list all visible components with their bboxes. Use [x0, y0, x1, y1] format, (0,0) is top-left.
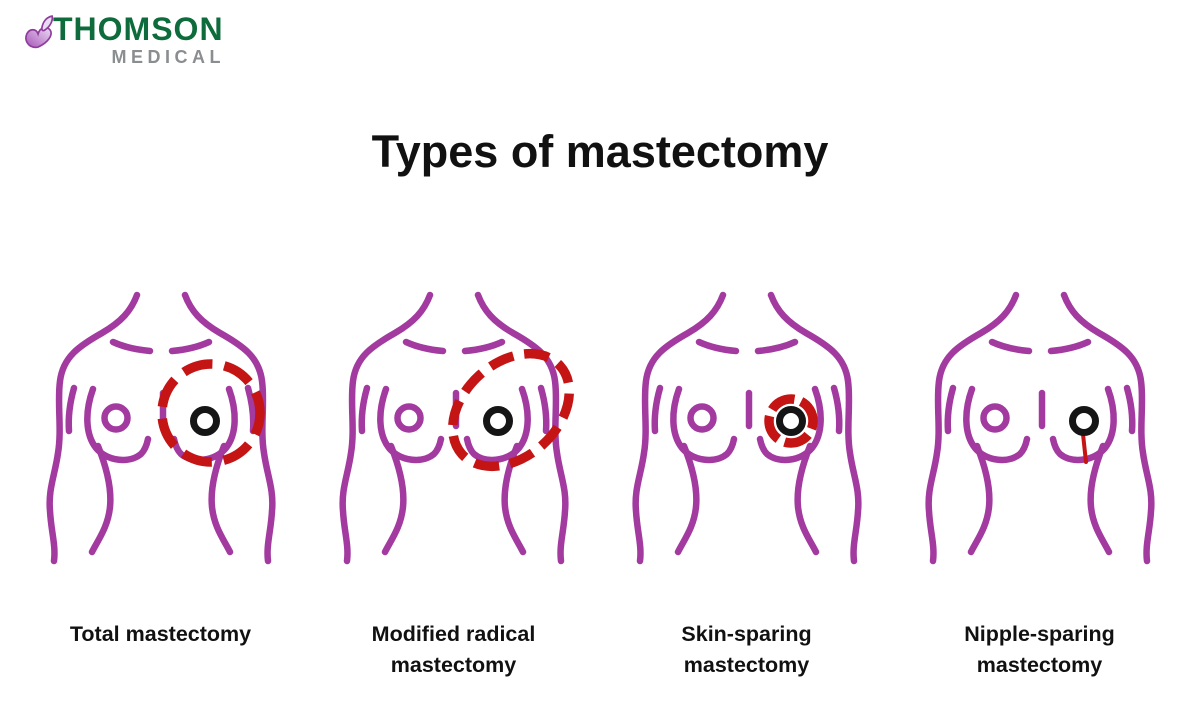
brand-text: THOMSON MEDICAL — [53, 11, 224, 68]
thomson-medical-logo: THOMSON MEDICAL — [24, 12, 244, 84]
butterfly-lower-wing — [25, 26, 52, 49]
left-nipple — [979, 403, 1010, 433]
brand-name: THOMSON — [53, 11, 224, 47]
right-nipple — [1068, 406, 1099, 436]
page-title: Types of mastectomy — [371, 126, 829, 177]
figure-label: Nipple-sparing mastectomy — [964, 622, 1115, 677]
torso-illustration-modified-radical — [338, 291, 574, 565]
torso-illustration-total — [45, 291, 276, 565]
torso-outline — [631, 291, 862, 565]
figure-row: Total mastectomy — [14, 291, 1186, 681]
figure-column-total: Total mastectomy — [14, 291, 307, 681]
right-nipple — [482, 406, 513, 436]
figure-column-modified-radical: Modified radical mastectomy — [307, 291, 600, 681]
left-nipple — [393, 403, 424, 433]
torso-outline — [924, 291, 1155, 565]
excision-marking-tilted-ellipse — [447, 348, 574, 472]
left-nipple — [686, 403, 717, 433]
excision-marking-areola-circle — [763, 394, 818, 448]
torso-illustration-skin-sparing — [631, 291, 862, 565]
figure-column-nipple-sparing: Nipple-sparing mastectomy — [893, 291, 1186, 681]
torso-illustration-nipple-sparing — [924, 291, 1155, 565]
butterfly-upper-wing — [40, 15, 54, 32]
brand-subtitle: MEDICAL — [111, 47, 225, 67]
figure-label: Modified radical mastectomy — [371, 622, 536, 677]
figure-label: Total mastectomy — [69, 622, 252, 646]
torso-outline — [338, 291, 569, 565]
right-nipple — [775, 406, 806, 436]
figure-column-skin-sparing: Skin-sparing mastectomy — [600, 291, 893, 681]
torso-outline — [45, 291, 276, 565]
incision-marking-line — [1080, 432, 1088, 464]
butterfly-icon — [25, 15, 54, 49]
excision-marking-large-circle — [156, 359, 265, 467]
figure-label: Skin-sparing mastectomy — [681, 622, 812, 677]
right-nipple — [189, 406, 220, 436]
left-nipple — [100, 403, 131, 433]
